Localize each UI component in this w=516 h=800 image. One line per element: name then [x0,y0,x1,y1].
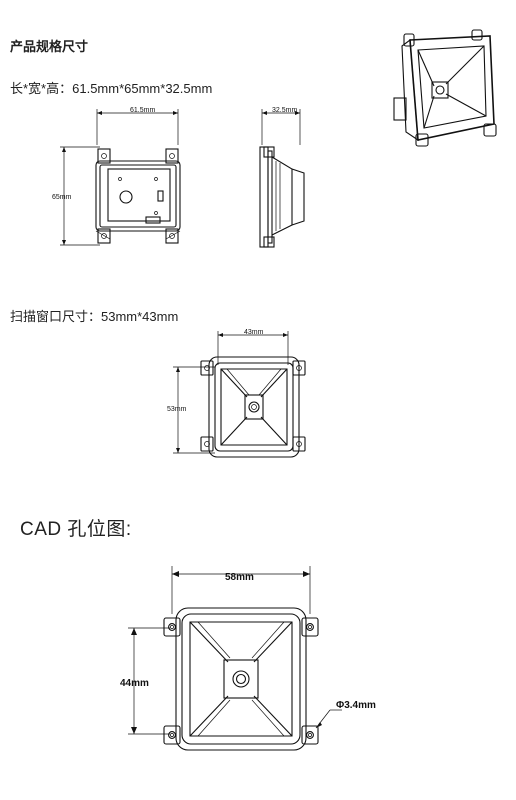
scan-width-dimension: 43mm [244,329,264,336]
cad-width-dimension: 58mm [225,572,254,583]
isometric-product-view [393,29,497,147]
cad-hole-drawing: 58mm 44mm Φ3.4mm [120,566,376,751]
spec-section-title: 产品规格尺寸 [10,39,89,54]
scan-window-text: 扫描窗口尺寸：53mm*43mm [10,309,179,324]
front-view-drawing: 61.5mm 65mm [52,107,181,246]
front-height-dimension: 65mm [52,194,72,201]
side-depth-dimension: 32.5mm [272,107,297,114]
scan-window-drawing: 43mm 53mm [167,329,306,458]
side-view-drawing: 32.5mm [259,107,305,248]
cad-section-title: CAD 孔位图: [20,519,132,540]
cad-height-dimension: 44mm [120,678,149,689]
scan-height-dimension: 53mm [167,406,187,413]
overall-dimensions-text: 长*宽*高：61.5mm*65mm*32.5mm [10,81,213,96]
front-width-dimension: 61.5mm [130,107,155,114]
hole-diameter-dimension: Φ3.4mm [336,700,376,711]
